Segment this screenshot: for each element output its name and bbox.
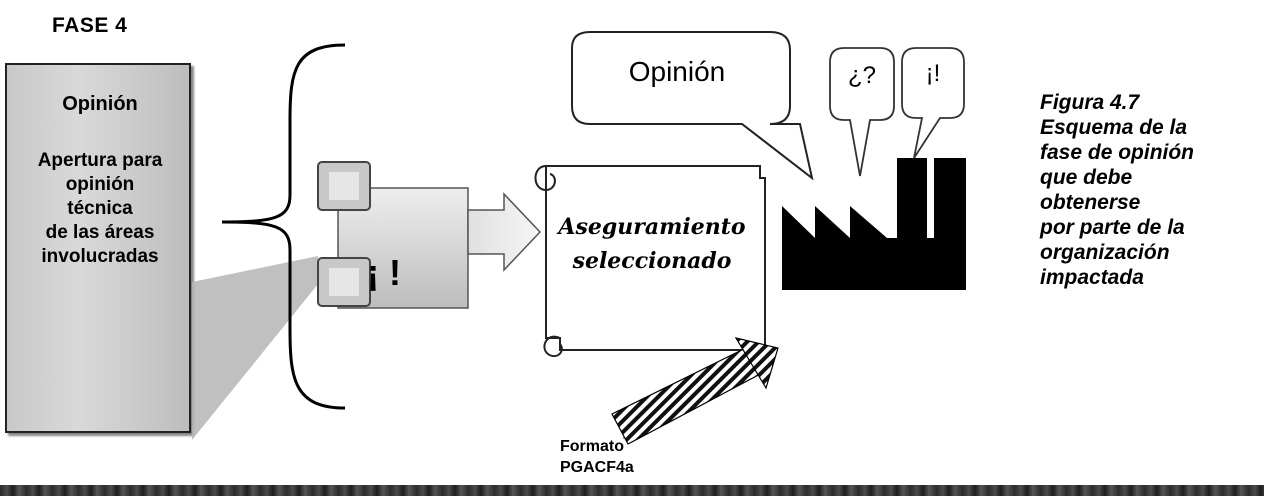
- hatched-arrow-icon: [611, 337, 779, 445]
- format-label: Formato PGACF4a: [560, 438, 634, 476]
- speech-bubble-main-text: Opinión: [628, 56, 726, 87]
- question-bubble: [829, 47, 895, 177]
- opinion-box: Opinión Apertura para opinión técnica de…: [5, 63, 191, 433]
- opinion-box-title: Opinión: [62, 93, 138, 115]
- gear-block-icon: [317, 161, 469, 309]
- phase-title: FASE 4: [52, 14, 128, 37]
- arrow-right-icon: [467, 192, 542, 272]
- curly-brace-icon: [221, 43, 346, 410]
- exclamation-bubble-text: ¡!: [925, 60, 941, 87]
- exclamation-block-label: ¡ !: [367, 252, 401, 293]
- bottom-divider: [0, 485, 1264, 496]
- opinion-box-body: Apertura para opinión técnica de las áre…: [37, 150, 163, 267]
- speech-bubble-icon: [571, 31, 814, 181]
- projection-beam: [192, 256, 318, 440]
- factory-icon: [782, 158, 966, 290]
- scroll-text: Aseguramiento seleccionado: [558, 214, 746, 274]
- question-bubble-text: ¿?: [847, 62, 876, 89]
- figure-caption: Figura 4.7 Esquema de la fase de opinión…: [1040, 91, 1195, 289]
- exclamation-bubble: [901, 47, 965, 159]
